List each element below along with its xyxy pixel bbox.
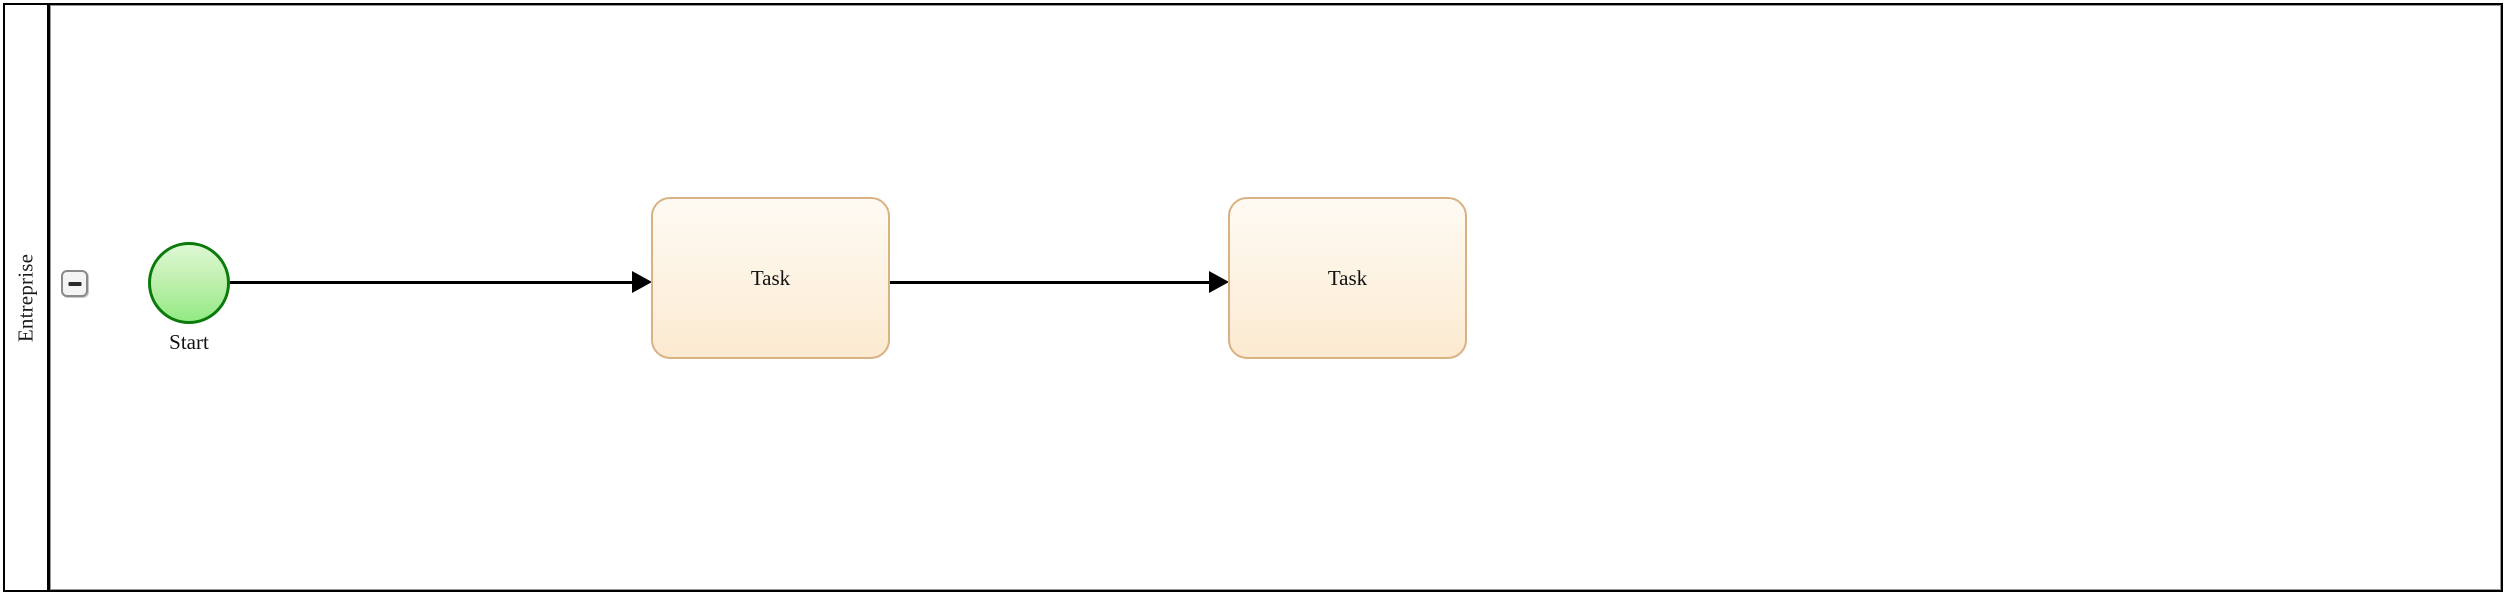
task-node-2[interactable]: Task xyxy=(1228,197,1467,359)
sequence-flow-1[interactable] xyxy=(230,281,634,284)
start-event-label: Start xyxy=(169,330,209,354)
start-event[interactable]: Start xyxy=(148,242,230,354)
minus-icon xyxy=(68,281,81,286)
lane-header: Entreprise xyxy=(5,5,50,590)
start-event-circle xyxy=(148,242,230,324)
task-label: Task xyxy=(750,265,791,290)
arrowhead-icon xyxy=(1209,271,1229,293)
arrowhead-icon xyxy=(632,271,652,293)
task-node-1[interactable]: Task xyxy=(651,197,890,359)
lane-title-label: Entreprise xyxy=(13,253,38,342)
task-label: Task xyxy=(1327,265,1368,290)
lane-collapse-button[interactable] xyxy=(61,270,88,297)
sequence-flow-2[interactable] xyxy=(890,281,1211,284)
